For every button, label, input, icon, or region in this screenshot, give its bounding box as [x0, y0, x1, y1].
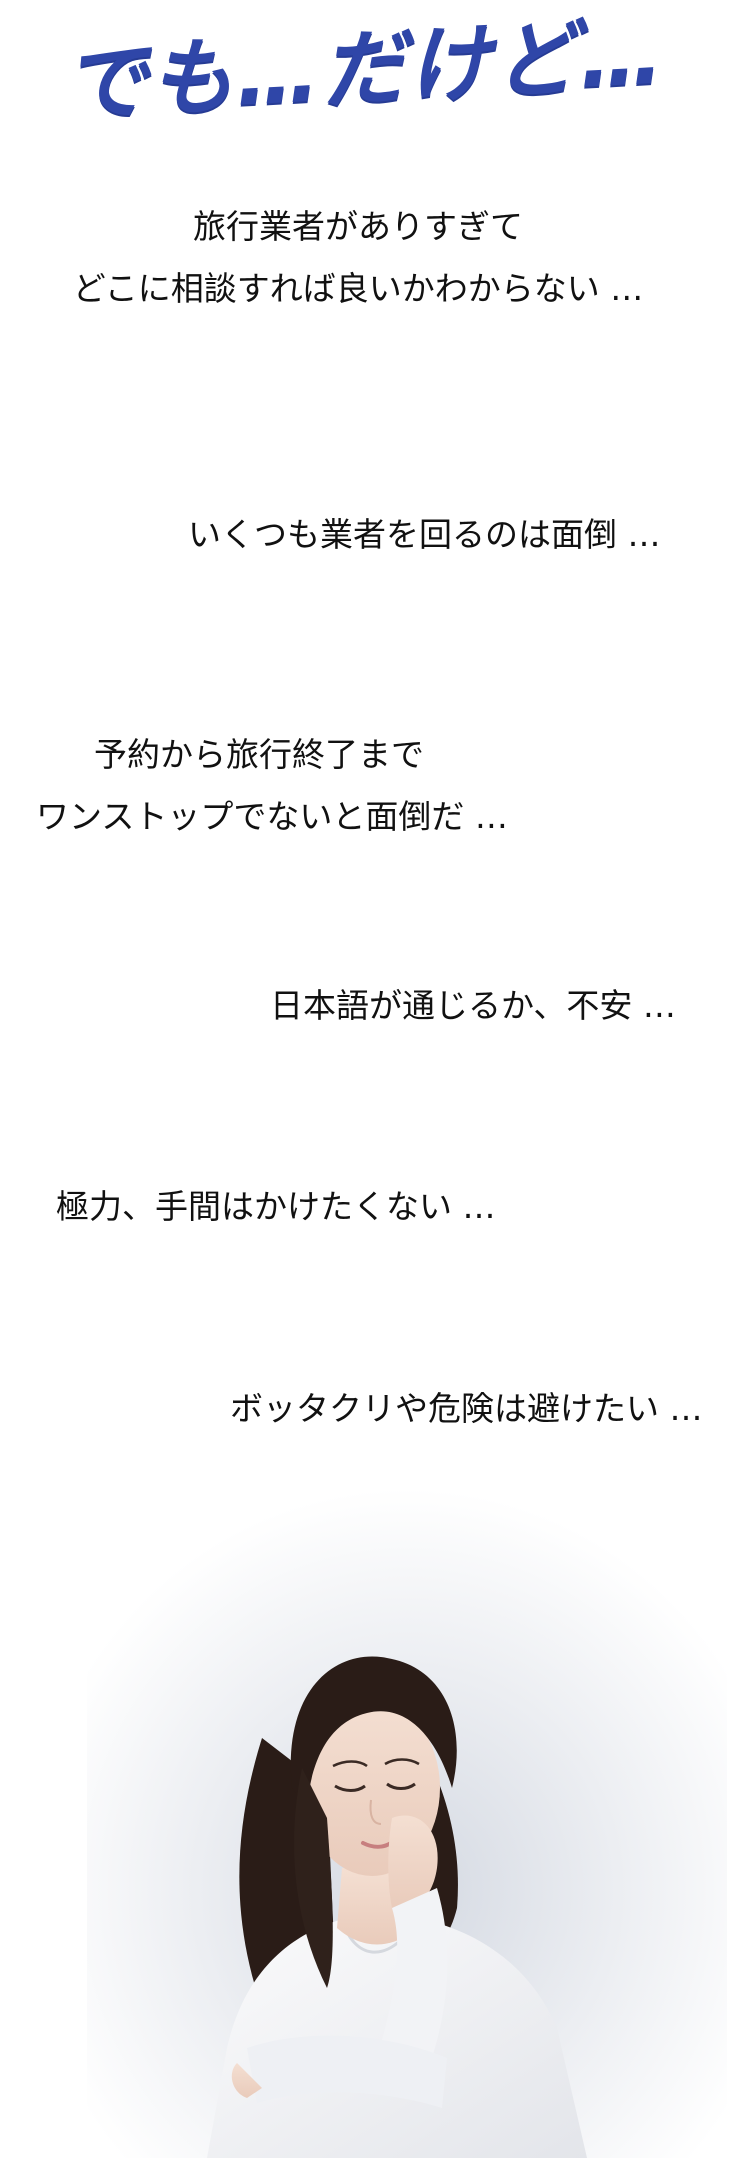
sleeve-crossed-arm	[247, 2035, 447, 2108]
concern-item-too-many-agencies: 旅行業者がありすぎて どこに相談すれば良いかわからない …	[38, 196, 678, 320]
hand-crossed	[231, 2063, 262, 2098]
concern-item-minimal-effort: 極力、手間はかけたくない …	[56, 1176, 496, 1238]
hair-side-left	[294, 1768, 333, 1988]
concern-line: 極力、手間はかけたくない …	[56, 1187, 496, 1226]
hand-on-cheek	[388, 1815, 438, 1912]
concern-line: いくつも業者を回るのは面倒 …	[188, 515, 661, 554]
worried-woman-photo	[87, 1488, 727, 2158]
lips	[361, 1841, 393, 1849]
brow-left	[332, 1760, 368, 1768]
concern-item-japanese: 日本語が通じるか、不安 …	[270, 975, 676, 1037]
nose	[369, 1799, 382, 1825]
worried-woman-illustration	[87, 1488, 727, 2158]
concern-line: 日本語が通じるか、不安 …	[270, 986, 676, 1025]
concern-line: ワンストップでないと面倒だ …	[36, 797, 508, 836]
eye-left	[334, 1784, 366, 1792]
brow-right	[384, 1758, 420, 1766]
concern-line: ボッタクリや危険は避けたい …	[230, 1389, 703, 1428]
concern-item-one-stop: 予約から旅行終了まで ワンストップでないと面倒だ …	[36, 724, 508, 848]
concern-item-visiting-agencies: いくつも業者を回るのは面倒 …	[188, 504, 661, 566]
headline: でも…だけど…	[60, 4, 668, 134]
hair-top	[290, 1656, 457, 1808]
concern-line: どこに相談すれば良いかわからない …	[72, 269, 644, 308]
concern-line: 予約から旅行終了まで	[94, 735, 424, 774]
concern-line: 旅行業者がありすぎて	[193, 207, 523, 246]
concern-item-avoid-danger: ボッタクリや危険は避けたい …	[230, 1378, 703, 1440]
eye-right	[386, 1782, 416, 1790]
